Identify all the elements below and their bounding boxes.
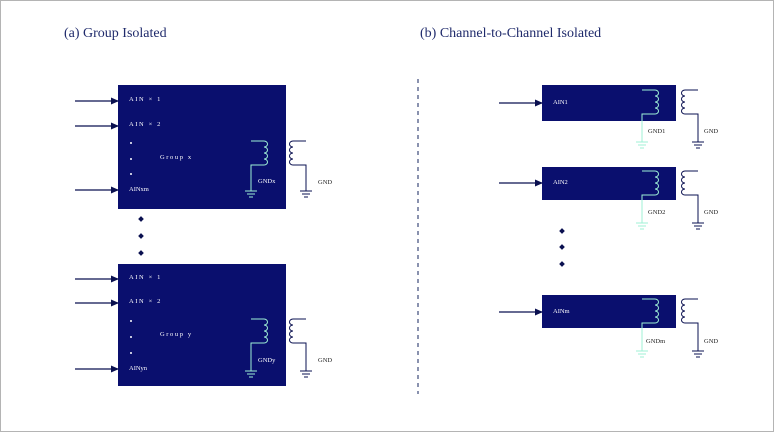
group-x-inner-coil: [250, 140, 268, 191]
group-x-block: AIN × 1 AIN × 2 Group x AINxm GNDx: [75, 85, 286, 209]
group-x-inner-dot: [130, 173, 132, 175]
group-x-inner-gnd-label: GNDx: [258, 178, 276, 185]
group-x-ain-last-label: AINxm: [129, 186, 149, 193]
group-y-outer-coil: [289, 318, 307, 371]
channel-2-block: AIN2: [499, 167, 676, 230]
group-y-ain-last-label: AINyn: [129, 365, 148, 372]
channel-2-inner-coil: [641, 170, 659, 223]
channel-1-block: AIN1: [499, 85, 676, 149]
channel-1-inner-gnd-label: GND1: [648, 128, 665, 135]
channel-1-inner-ground-icon: [636, 141, 648, 149]
group-x-ain2-label: AIN × 2: [129, 121, 162, 128]
channel-2-label: AIN2: [553, 179, 568, 186]
group-x-outer-coil: [289, 140, 307, 191]
channel-1-outer-ground-icon: [692, 141, 704, 149]
channel-m-inner-coil: [641, 298, 659, 351]
group-y-ain2-label: AIN × 2: [129, 298, 162, 305]
channel-2-inner-gnd-label: GND2: [648, 209, 665, 216]
group-x-outer-ground-icon: [300, 190, 312, 198]
group-y-inner-dot: [130, 352, 132, 354]
channel-1-label: AIN1: [553, 99, 568, 106]
channel-2-outer-ground-icon: [692, 222, 704, 230]
group-x-inner-dot: [130, 142, 132, 144]
group-y-ain1-label: AIN × 1: [129, 274, 162, 281]
channel-1-inner-coil: [641, 89, 659, 142]
channel-2-outer-gnd-label: GND: [704, 209, 718, 216]
channel-1-outer-gnd-label: GND: [704, 128, 718, 135]
group-y-inner-gnd-label: GNDy: [258, 357, 276, 364]
group-y-inner-ground-icon: [245, 370, 257, 378]
channel-1-outer-coil: [681, 89, 699, 142]
channel-2-outer-coil: [681, 170, 699, 223]
group-ellipsis: [138, 216, 144, 256]
group-x-ain1-label: AIN × 1: [129, 96, 162, 103]
group-x-inner-ground-icon: [245, 190, 257, 198]
channel-m-outer-gnd-label: GND: [704, 338, 718, 345]
title-channel-isolated: (b) Channel-to-Channel Isolated: [420, 26, 601, 41]
group-x-name-label: Group x: [160, 154, 193, 161]
group-x-inner-dot: [130, 158, 132, 160]
channel-m-block: AINm: [499, 295, 676, 358]
group-y-inner-dot: [130, 320, 132, 322]
channel-ellipsis: [559, 228, 565, 267]
channel-m-outer-ground-icon: [692, 350, 704, 358]
channel-m-inner-ground-icon: [636, 350, 648, 358]
group-y-block: AIN × 1 AIN × 2 Group y AINyn GNDy: [75, 264, 286, 386]
channel-m-inner-gnd-label: GNDm: [646, 338, 665, 345]
title-group-isolated: (a) Group Isolated: [64, 26, 167, 41]
channel-m-outer-coil: [681, 298, 699, 351]
channel-m-label: AINm: [553, 308, 570, 315]
group-y-inner-coil: [250, 318, 268, 371]
group-y-outer-gnd-label: GND: [318, 357, 332, 364]
group-y-outer-ground-icon: [300, 370, 312, 378]
channel-2-inner-ground-icon: [636, 222, 648, 230]
group-y-name-label: Group y: [160, 331, 193, 338]
group-x-outer-gnd-label: GND: [318, 179, 332, 186]
group-y-inner-dot: [130, 336, 132, 338]
